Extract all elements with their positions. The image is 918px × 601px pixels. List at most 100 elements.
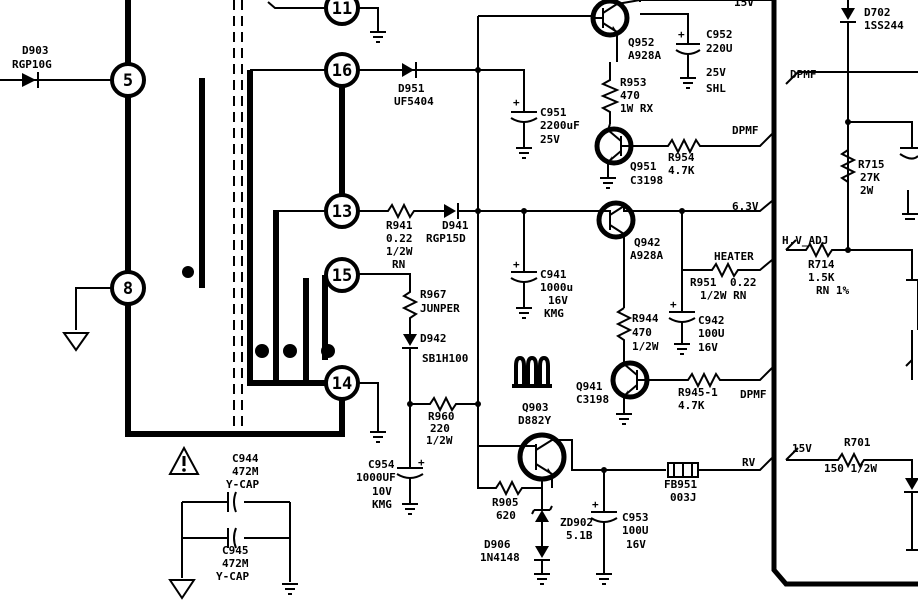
r960-value: 220: [430, 422, 450, 435]
rail-15v-bottom-label: 15V: [792, 442, 812, 455]
pin-14: 14: [324, 365, 360, 401]
zd902-value: 5.1B: [566, 529, 593, 542]
pin-8-label: 8: [123, 279, 133, 299]
c942-capacitor: + C942 100U 16V: [668, 270, 725, 355]
c951-voltage: 25V: [540, 133, 560, 146]
c952-ref: C952: [706, 28, 733, 41]
d702-diode: D702 1SS244: [840, 0, 904, 250]
pin-5: 5: [110, 62, 146, 98]
c944-type: Y-CAP: [226, 478, 259, 491]
secondary-windings: [247, 0, 345, 386]
r945-ref: R945-1: [678, 386, 718, 399]
c953-voltage: 16V: [626, 538, 646, 551]
c952-value: 220U: [706, 42, 733, 55]
q951-value: C3198: [630, 174, 663, 187]
d903-ref: D903: [22, 44, 49, 57]
d702-value: 1SS244: [864, 19, 904, 32]
r701-resistor: 15V R701 150 1/2W: [785, 436, 918, 551]
pin-15-label: 15: [332, 266, 352, 286]
pin-14-label: 14: [332, 374, 352, 394]
svg-text:+: +: [513, 96, 520, 109]
fb951-ref: FB951: [664, 478, 697, 491]
c942-value: 100U: [698, 327, 725, 340]
svg-text:+: +: [678, 28, 685, 41]
pin8-ground-net: [62, 287, 112, 352]
q903-transistor: Q903 D882Y: [478, 401, 666, 488]
pin-13: 13: [324, 193, 360, 229]
pin11-net: [267, 1, 386, 43]
r951-value: 0.22: [730, 276, 757, 289]
rail-rv-label: RV: [742, 456, 756, 469]
r714-tolerance: RN 1%: [816, 284, 849, 297]
d942-value: SB1H100: [422, 352, 468, 365]
d951-value: UF5404: [394, 95, 434, 108]
r960-ref: R960: [428, 410, 455, 423]
d906-diode: D906 1N4148: [480, 538, 550, 585]
r941-value: 0.22: [386, 232, 413, 245]
q903-ref: Q903: [522, 401, 549, 414]
c952-voltage: 25V: [706, 66, 726, 79]
r960-power: 1/2W: [426, 434, 453, 447]
d941-ref: D941: [442, 219, 469, 232]
rail-63v-label: 6.3V: [732, 200, 759, 213]
c953-capacitor: + C953 100U 16V: [590, 467, 649, 585]
r953-power: 1W RX: [620, 102, 653, 115]
r715-resistor: R715 27K 2W: [839, 119, 918, 220]
d906-ref: D906: [484, 538, 511, 551]
r944-resistor: R944 470 1/2W: [615, 307, 659, 358]
d906-value: 1N4148: [480, 551, 520, 564]
r905-ref: R905: [492, 496, 519, 509]
q941-value: C3198: [576, 393, 609, 406]
rail-dpmf-1-label: DPMF: [790, 68, 817, 81]
c951-value: 2200uF: [540, 119, 580, 132]
c951-ref: C951: [540, 106, 567, 119]
r701-ref: R701: [844, 436, 871, 449]
svg-text:+: +: [418, 456, 425, 469]
r714-value: 1.5K: [808, 271, 835, 284]
c942-ref: C942: [698, 314, 725, 327]
fb951-value: 003J: [670, 491, 697, 504]
warning-icon: [168, 445, 200, 475]
c945-type: Y-CAP: [216, 570, 249, 583]
r954-value: 4.7K: [668, 164, 695, 177]
d941-value: RGP15D: [426, 232, 466, 245]
r715-power: 2W: [860, 184, 874, 197]
q952-ref: Q952: [628, 36, 655, 49]
c953-ref: C953: [622, 511, 649, 524]
pin-15: 15: [324, 257, 360, 293]
r951-resistor: HEATER R951 0.22 1/2W RN: [679, 208, 773, 302]
fb951-ferrite: FB951 003J RV: [664, 456, 773, 504]
r941-type: RN: [392, 258, 405, 271]
c941-ref: C941: [540, 268, 567, 281]
pin5-d903-net: D903 RGP10G: [0, 44, 112, 88]
d903-value: RGP10G: [12, 58, 52, 71]
svg-text:+: +: [670, 298, 677, 311]
q942-ref: Q942: [634, 236, 661, 249]
primary-winding: [125, 0, 345, 437]
c941-voltage: 16V: [548, 294, 568, 307]
pin-5-label: 5: [123, 71, 133, 91]
r944-power: 1/2W: [632, 340, 659, 353]
d951-ref: D951: [398, 82, 425, 95]
pin15-net: R967 JUNPER D942 SB1H100: [358, 273, 468, 468]
rail-hv-adj-label: H.V_ADJ: [782, 234, 828, 247]
q952-transistor: Q952 A928A: [590, 0, 661, 62]
pin-11: 11: [324, 0, 360, 26]
r967-value: JUNPER: [420, 302, 460, 315]
r951-power: 1/2W RN: [700, 289, 746, 302]
r714-resistor: H.V_ADJ R714 1.5K RN 1%: [782, 234, 918, 380]
pin-16-label: 16: [332, 61, 352, 81]
r701-value: 150 1/2W: [824, 462, 877, 475]
svg-text:+: +: [513, 258, 520, 271]
c954-ref: C954: [368, 458, 395, 471]
transformer-core: [233, 0, 243, 430]
d942-ref: D942: [420, 332, 447, 345]
rail-15v-top: 15V: [640, 0, 772, 9]
pin13-net: R941 0.22 1/2W RN D941 RGP15D: [276, 202, 596, 271]
c944-ref: C944: [232, 452, 259, 465]
r960-resistor: R960 220 1/2W: [407, 395, 481, 447]
pin14-net: [358, 382, 386, 443]
pin-11-label: 11: [332, 0, 352, 19]
r944-ref: R944: [632, 312, 659, 325]
